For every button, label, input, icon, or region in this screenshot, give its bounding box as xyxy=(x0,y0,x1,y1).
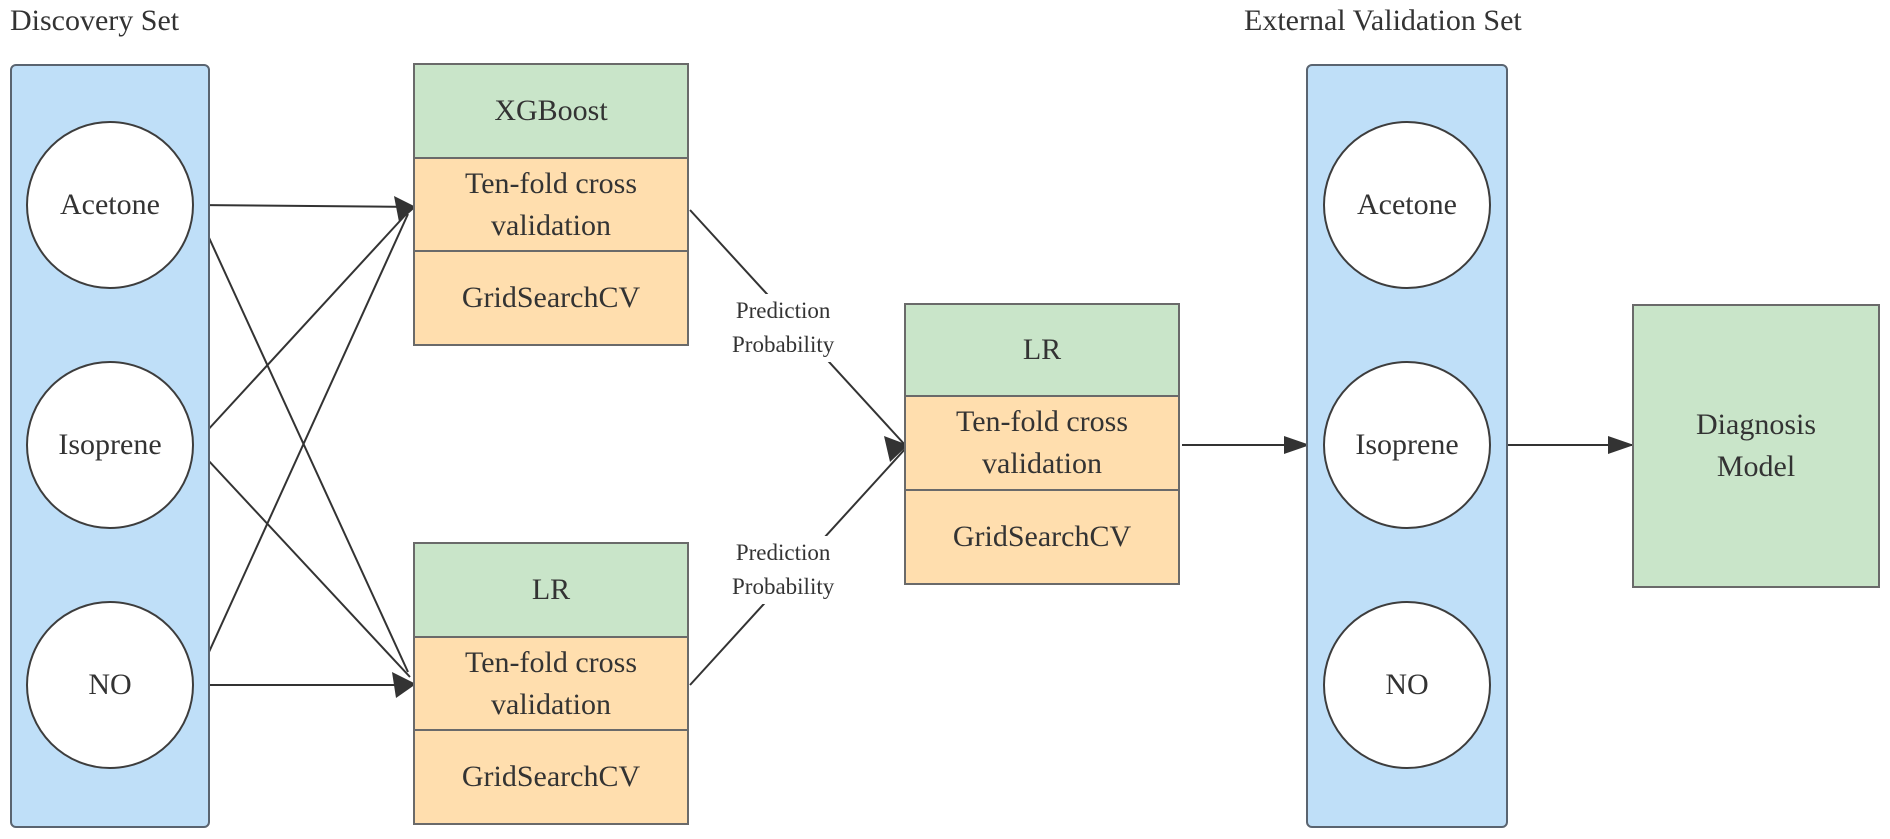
edge-label-top: Prediction Probability xyxy=(732,294,835,362)
arrowhead-diagnosis xyxy=(1608,436,1634,454)
edge-label-top-line-1: Prediction xyxy=(735,298,831,323)
diagnosis-model-box: Diagnosis Model xyxy=(1632,304,1880,588)
grid-search-step: GridSearchCV xyxy=(413,731,689,825)
meta-model-lr: LR Ten-fold cross validation GridSearchC… xyxy=(904,303,1180,585)
discovery-set-title: Discovery Set xyxy=(10,4,180,37)
discovery-node-no: NO xyxy=(26,601,194,769)
arrowhead-external xyxy=(1284,436,1310,454)
external-node-no: NO xyxy=(1323,601,1491,769)
base-model-xgboost: XGBoost Ten-fold cross validation GridSe… xyxy=(413,63,689,346)
cross-validation-step: Ten-fold cross validation xyxy=(413,159,689,252)
edge-no-to-xgboost xyxy=(193,213,409,686)
external-node-isoprene: Isoprene xyxy=(1323,361,1491,529)
cross-validation-line-1: Ten-fold cross xyxy=(955,405,1129,438)
cross-validation-line-2: validation xyxy=(491,208,611,242)
edge-label-bottom: Prediction Probability xyxy=(732,536,835,604)
edge-isoprene-to-xgboost xyxy=(193,209,411,446)
arrowhead-lr xyxy=(392,672,416,698)
external-node-acetone: Acetone xyxy=(1323,121,1491,289)
cross-validation-step: Ten-fold cross validation xyxy=(413,638,689,731)
discovery-node-acetone: Acetone xyxy=(26,121,194,289)
model-name: LR xyxy=(904,303,1180,397)
cross-validation-line-2: validation xyxy=(491,687,611,721)
edge-label-top-line-2: Probability xyxy=(732,332,835,357)
diagnosis-model-line-2: Model xyxy=(1716,450,1796,483)
edge-label-bottom-line-1: Prediction xyxy=(735,540,831,565)
grid-search-step: GridSearchCV xyxy=(904,491,1180,585)
external-validation-set-title: External Validation Set xyxy=(1244,4,1522,37)
cross-validation-step: Ten-fold cross validation xyxy=(904,397,1180,491)
cross-validation-line-1: Ten-fold cross xyxy=(464,645,638,679)
edge-acetone-to-xgboost xyxy=(193,204,419,208)
discovery-node-isoprene: Isoprene xyxy=(26,361,194,529)
model-name: LR xyxy=(413,542,689,638)
edge-label-bottom-line-2: Probability xyxy=(732,574,835,599)
diagnosis-model-line-1: Diagnosis xyxy=(1696,408,1816,441)
model-name: XGBoost xyxy=(413,63,689,159)
arrowhead-meta xyxy=(884,436,908,462)
cross-validation-line-1: Ten-fold cross xyxy=(464,166,638,200)
arrowhead-xgboost xyxy=(394,196,416,222)
cross-validation-line-2: validation xyxy=(982,447,1102,480)
edge-isoprene-to-lr xyxy=(193,444,411,678)
edge-acetone-to-lr xyxy=(193,204,409,673)
base-model-lr: LR Ten-fold cross validation GridSearchC… xyxy=(413,542,689,825)
grid-search-step: GridSearchCV xyxy=(413,252,689,346)
